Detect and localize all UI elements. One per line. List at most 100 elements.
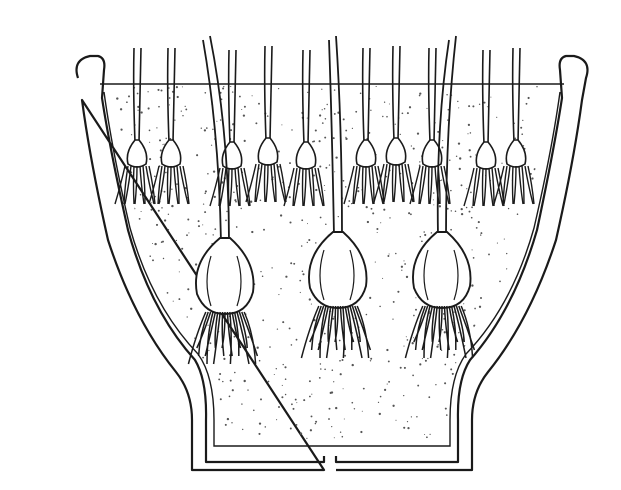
soil-speck xyxy=(211,145,212,146)
soil-speck xyxy=(450,229,452,231)
soil-speck xyxy=(154,405,156,407)
soil-speck xyxy=(322,109,323,110)
soil-speck xyxy=(143,295,144,296)
soil-speck xyxy=(472,105,474,107)
soil-speck xyxy=(529,388,531,390)
soil-speck xyxy=(103,354,105,356)
soil-speck xyxy=(343,388,344,389)
soil-speck xyxy=(467,411,469,413)
small-bulb xyxy=(464,50,504,206)
soil-speck xyxy=(167,292,169,294)
soil-speck xyxy=(540,321,542,323)
soil-speck xyxy=(308,239,310,241)
soil-speck xyxy=(172,413,174,415)
soil-speck xyxy=(174,119,175,120)
bulb-stem xyxy=(336,36,342,236)
soil-speck xyxy=(444,331,446,333)
soil-speck xyxy=(514,137,516,139)
small-bulb xyxy=(149,48,189,204)
bulb-root xyxy=(393,164,394,202)
soil-speck xyxy=(375,262,376,263)
soil-speck xyxy=(171,205,173,207)
soil-speck xyxy=(521,133,523,135)
soil-speck xyxy=(545,141,547,143)
soil-speck xyxy=(554,337,556,339)
soil-speck xyxy=(291,403,293,405)
soil-speck xyxy=(384,389,386,391)
soil-speck xyxy=(102,392,104,394)
soil-speck xyxy=(170,393,172,395)
soil-speck xyxy=(352,364,354,366)
soil-speck xyxy=(403,427,405,429)
soil-speck xyxy=(387,255,389,257)
soil-speck xyxy=(123,188,124,189)
soil-speck xyxy=(545,390,546,391)
soil-speck xyxy=(214,228,216,230)
soil-speck xyxy=(478,221,480,223)
soil-speck xyxy=(155,361,157,363)
soil-speck xyxy=(411,145,412,146)
bulb-root xyxy=(422,306,432,350)
soil-speck xyxy=(324,190,325,191)
soil-speck xyxy=(178,298,180,300)
soil-speck xyxy=(401,270,402,271)
soil-speck xyxy=(202,357,204,359)
soil-speck xyxy=(413,315,415,317)
soil-speck xyxy=(508,348,510,350)
soil-speck xyxy=(208,350,209,351)
bulb-stem xyxy=(483,50,484,144)
soil-speck xyxy=(116,341,118,343)
soil-speck xyxy=(400,367,402,369)
soil-speck xyxy=(190,390,192,392)
soil-speck xyxy=(508,208,509,209)
soil-speck xyxy=(247,389,248,390)
soil-speck xyxy=(536,297,537,298)
soil-speck xyxy=(302,273,304,275)
soil-speck xyxy=(379,306,381,308)
soil-speck xyxy=(335,156,337,158)
soil-speck xyxy=(460,398,461,399)
soil-speck xyxy=(219,373,221,375)
soil-speck xyxy=(456,156,457,157)
soil-speck xyxy=(313,140,315,142)
soil-speck xyxy=(559,164,561,166)
soil-speck xyxy=(240,208,241,209)
soil-speck xyxy=(154,243,156,245)
soil-speck xyxy=(395,253,397,255)
soil-speck xyxy=(422,358,423,359)
soil-speck xyxy=(389,104,390,105)
soil-speck xyxy=(115,347,116,348)
soil-speck xyxy=(105,400,107,402)
soil-speck xyxy=(433,204,434,205)
soil-speck xyxy=(453,354,455,356)
soil-speck xyxy=(278,294,279,295)
soil-speck xyxy=(459,168,461,170)
soil-speck xyxy=(242,429,243,430)
soil-speck xyxy=(462,438,463,439)
soil-speck xyxy=(370,358,372,360)
soil-speck xyxy=(496,117,497,118)
soil-speck xyxy=(458,332,459,333)
soil-speck xyxy=(103,234,105,236)
soil-speck xyxy=(332,318,334,320)
soil-speck xyxy=(276,368,277,369)
soil-speck xyxy=(212,129,213,130)
soil-speck xyxy=(112,302,113,303)
bulb-root xyxy=(303,168,304,206)
soil-speck xyxy=(139,218,141,220)
soil-speck xyxy=(290,262,292,264)
soil-speck xyxy=(466,188,467,189)
soil-speck xyxy=(343,118,345,120)
soil-speck xyxy=(319,165,321,167)
soil-speck xyxy=(180,325,181,326)
soil-speck xyxy=(348,206,350,208)
bulb-body xyxy=(309,232,367,308)
soil-speck xyxy=(142,262,143,263)
soil-speck xyxy=(377,232,378,233)
soil-speck xyxy=(289,162,291,164)
soil-speck xyxy=(360,93,362,95)
soil-speck xyxy=(309,298,311,300)
soil-speck xyxy=(522,120,523,121)
bulb-body xyxy=(258,138,277,165)
soil-speck xyxy=(128,276,130,278)
